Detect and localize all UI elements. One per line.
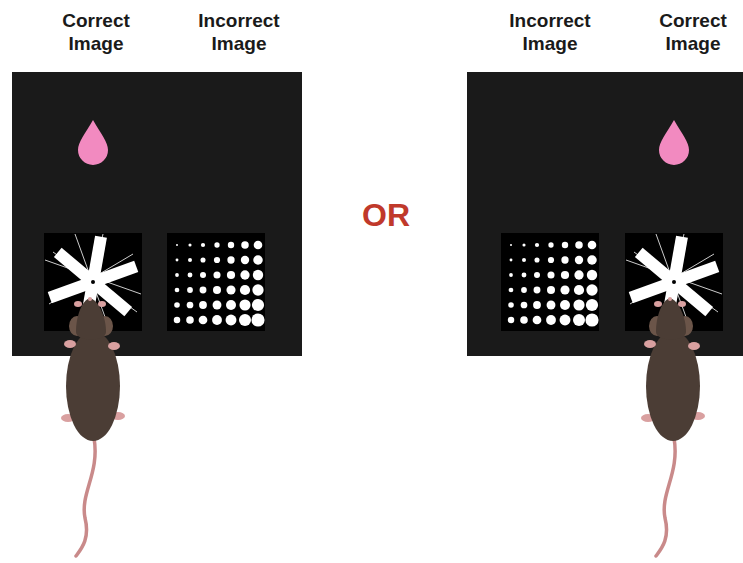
image-label: Correct Image [46,10,146,56]
dots-stimulus [501,233,599,331]
dots-stimulus [167,233,265,331]
reward-drop [659,120,689,165]
mouse-figure [61,297,125,556]
image-label: Incorrect Image [500,10,600,56]
image-label: Incorrect Image [189,10,289,56]
screen-panel [12,72,302,356]
or-text: OR [346,196,426,234]
reward-drop [78,120,108,165]
image-label: Correct Image [648,10,738,56]
mouse-figure [641,297,705,556]
screen-panel [467,72,743,356]
